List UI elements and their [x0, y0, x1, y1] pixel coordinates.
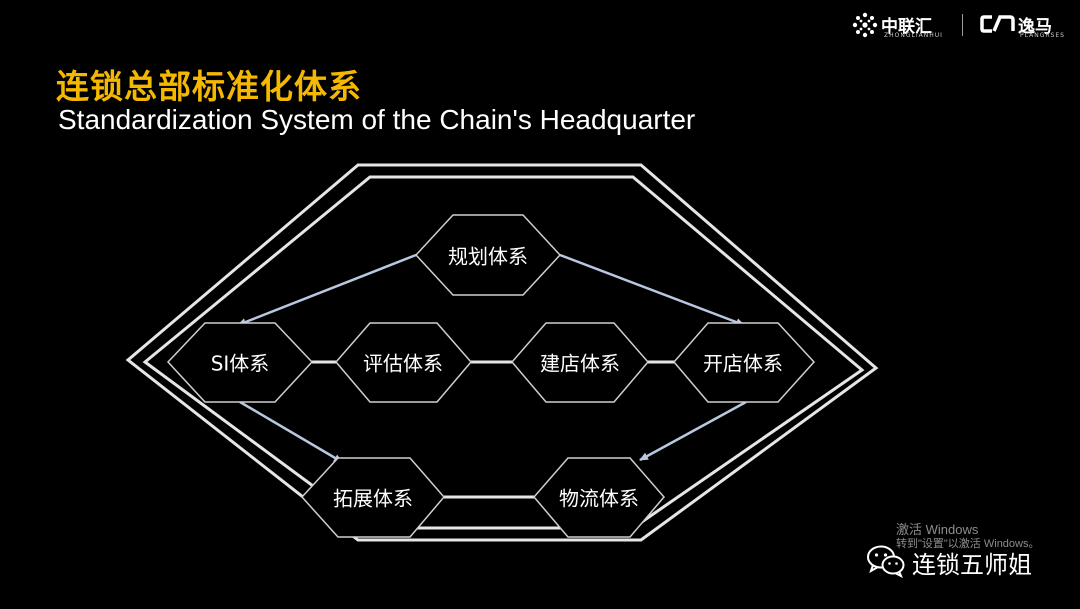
node-construction-shape: [511, 322, 649, 403]
node-opening-shape: [673, 322, 816, 403]
node-si: SI体系: [210, 351, 270, 376]
arrow-opening-to-logistics: [639, 400, 747, 462]
yima-logo: 逸马 PLANGRSES: [980, 10, 1070, 40]
wechat-account-watermark: 连锁五师姐: [866, 542, 1066, 582]
page-subtitle: Standardization System of the Chain's He…: [58, 104, 696, 135]
node-logistics-shape: [533, 457, 665, 538]
logo-divider: [962, 14, 963, 36]
logo-left-subtitle: ZHONGLIANHUI: [884, 32, 943, 39]
activation-line-2: 转到"设置"以激活 Windows。: [896, 538, 1040, 550]
windows-activation-watermark: 激活 Windows 转到"设置"以激活 Windows。: [896, 522, 1040, 552]
node-evaluation: 评估体系: [363, 351, 443, 376]
arrow-planning-to-opening: [559, 253, 745, 327]
arrow-si-to-expansion: [239, 400, 343, 464]
node-expansion: 拓展体系: [333, 486, 413, 511]
node-opening: 开店体系: [703, 351, 783, 376]
page-title: 连锁总部标准化体系: [56, 67, 362, 106]
node-logistics: 物流体系: [559, 486, 639, 511]
zhonglianhui-mark-icon: [852, 12, 878, 38]
node-planning: 规划体系: [448, 244, 528, 269]
node-construction: 建店体系: [540, 351, 620, 376]
zhonglianhui-logo: 中联汇 ZHONGLIANHUI: [852, 10, 948, 40]
node-planning-shape: [414, 214, 562, 296]
activation-line-1: 激活 Windows: [896, 522, 979, 537]
logo-right-name: 逸马: [1018, 17, 1052, 37]
outer-frame: [125, 163, 879, 542]
wechat-account-name: 连锁五师姐: [912, 551, 1032, 579]
node-evaluation-shape: [335, 322, 472, 403]
node-si-shape: [166, 322, 314, 403]
arrow-planning-to-si: [237, 253, 417, 327]
yima-mark-icon: [980, 15, 1015, 33]
logo-left-name: 中联汇: [881, 17, 932, 37]
wechat-icon: [867, 545, 905, 578]
node-expansion-shape: [300, 457, 445, 538]
logo-right-subtitle: PLANGRSES: [1020, 32, 1065, 39]
